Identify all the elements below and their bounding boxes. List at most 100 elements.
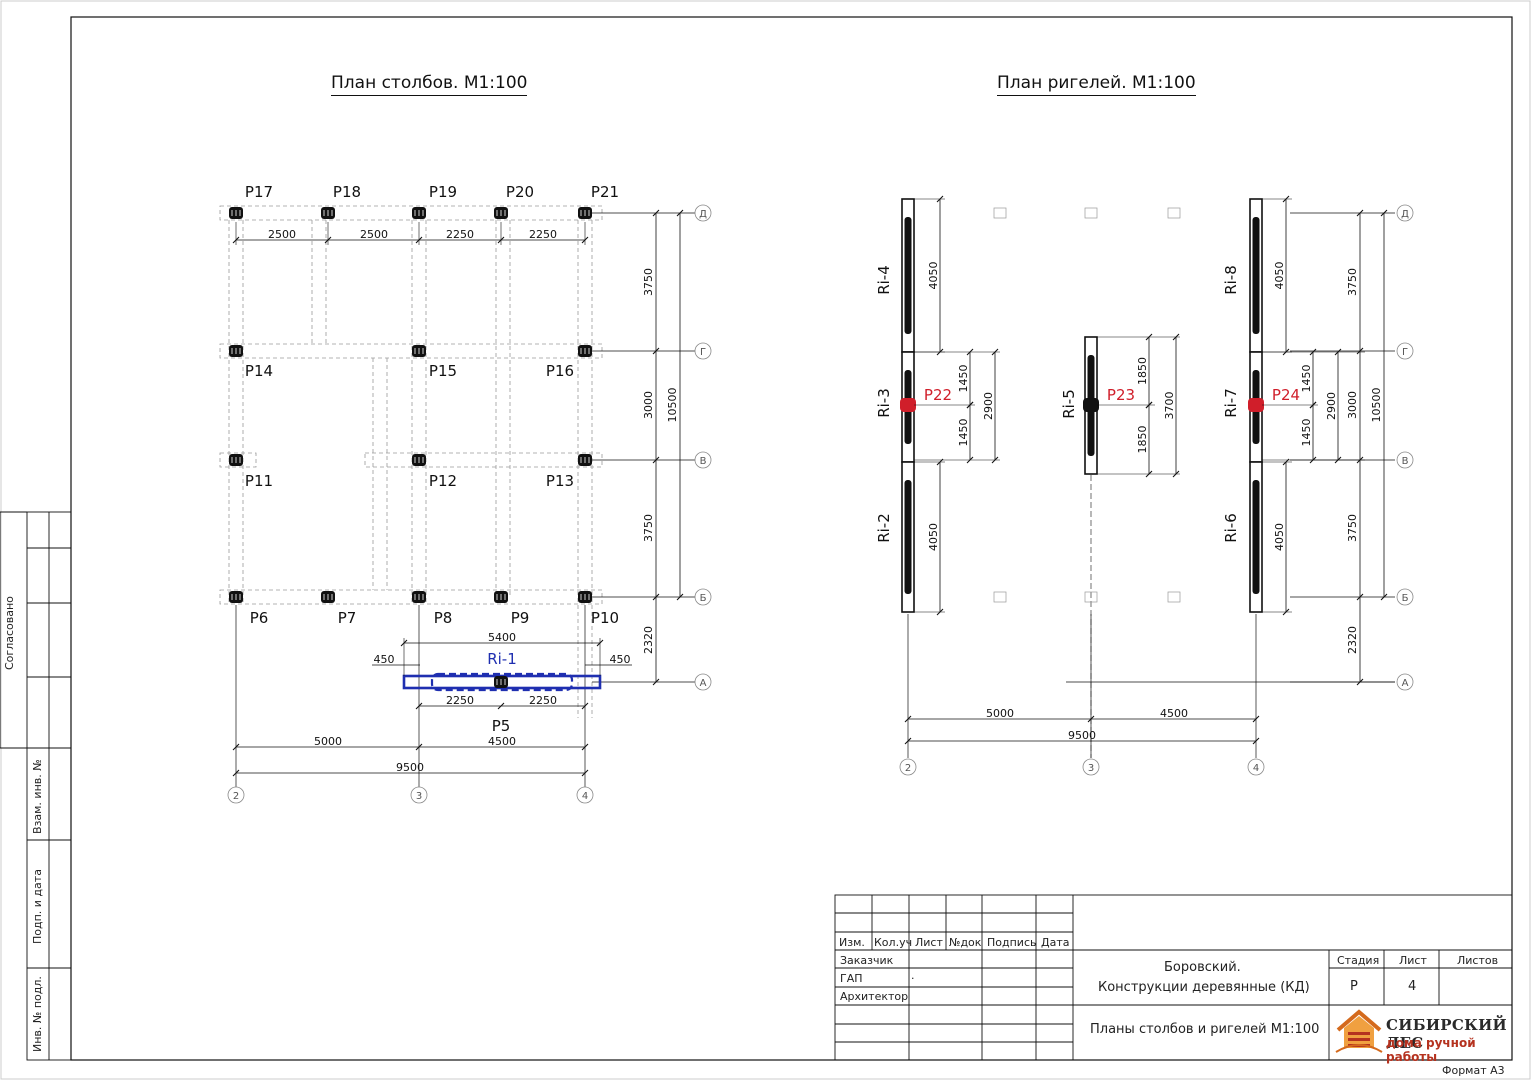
post-label-P18: P18: [333, 183, 361, 201]
dim-ri5-sum: 3700: [1163, 392, 1176, 420]
post-P23-section: [1083, 398, 1099, 412]
grid-col-bubble: [1082, 758, 1100, 776]
beam-outline: [364, 452, 603, 468]
grid-row-text: Г: [1402, 347, 1408, 358]
dim-tick: [324, 236, 332, 244]
dim-tick: [497, 236, 505, 244]
dim-ri1-left: 450: [374, 653, 395, 666]
dim-tick: [415, 743, 423, 751]
post-label-P22: P22: [924, 386, 952, 404]
dim-ri3-sum: 2900: [982, 392, 995, 420]
grid-row-bubble: [1396, 673, 1414, 691]
dim-tick: [581, 769, 589, 777]
dim-ri1-bottom-0: 2250: [446, 694, 474, 707]
grid-col-text: 2: [233, 791, 239, 802]
dim-ri3-1: 1450: [957, 419, 970, 447]
dim-tick: [652, 347, 660, 355]
dim-tick: [936, 458, 944, 466]
dim-tick: [497, 702, 505, 710]
dim-total: 9500: [1068, 729, 1096, 742]
dim-vert-1: 3000: [1346, 391, 1359, 419]
dim-tick: [1380, 593, 1388, 601]
grid-row-bubble: [694, 204, 712, 222]
side-stamp: [0, 511, 72, 1061]
grid-col-text: 3: [416, 791, 422, 802]
dim-tick: [1356, 593, 1364, 601]
dim-tick: [1252, 715, 1260, 723]
beams-plan-title: План ригелей. М1:100: [997, 73, 1196, 96]
grid-col-text: 3: [1088, 763, 1094, 774]
grid-col-text: 2: [905, 763, 911, 774]
post-label-P14: P14: [245, 362, 273, 380]
stamp-agreed: Согласовано: [3, 596, 16, 670]
dim-tick: [652, 456, 660, 464]
dim-ri6: 4050: [1273, 523, 1286, 551]
dim-tick: [966, 456, 974, 464]
grid-row-bubble: [694, 673, 712, 691]
tb-gap-mark: .: [911, 969, 915, 982]
post-label-P16: P16: [546, 362, 574, 380]
dim-ri2: 4050: [927, 523, 940, 551]
grid-row-text: Б: [700, 593, 707, 604]
tb-project-section: Конструкции деревянные (КД): [1098, 980, 1310, 995]
tb-col-date: Дата: [1041, 936, 1070, 949]
dim-bottom-0: 5000: [314, 735, 342, 748]
tb-col-izm: Изм.: [839, 936, 865, 949]
grid-row-bubble: [1396, 451, 1414, 469]
dim-vert-0: 3750: [1346, 268, 1359, 296]
dim-vert-0: 3750: [642, 268, 655, 296]
grid-row-bubble: [1396, 204, 1414, 222]
post-label-P9: P9: [511, 609, 530, 627]
tb-project-name: Боровский.: [1164, 960, 1241, 975]
dim-vert-2: 3750: [642, 514, 655, 542]
post-label-P12: P12: [429, 472, 457, 490]
dim-top-2: 2250: [446, 228, 474, 241]
post-label-P11: P11: [245, 472, 273, 490]
house-logo-icon: [1335, 1009, 1383, 1053]
post-marker: [1167, 207, 1181, 219]
post-marker: [993, 207, 1007, 219]
tb-col-kol: Кол.уч: [874, 936, 913, 949]
beam-label-Ri-7: Ri-7: [1222, 388, 1240, 418]
dim-ri8: 4050: [1273, 262, 1286, 290]
post-label-P20: P20: [506, 183, 534, 201]
beam-outline: [219, 589, 603, 605]
dim-top-1: 2500: [360, 228, 388, 241]
post-label-P19: P19: [429, 183, 457, 201]
beam-label-Ri-4: Ri-4: [875, 265, 893, 295]
dim-ri1-bottom-1: 2250: [529, 694, 557, 707]
dim-tick: [936, 608, 944, 616]
grid-col-bubble: [410, 786, 428, 804]
tb-col-doc: №док: [949, 936, 982, 949]
company-logo: СИБИРСКИЙ ЛЕС дома ручной работы: [1334, 1008, 1510, 1064]
dim-tick: [232, 743, 240, 751]
dim-ri1-top: 5400: [488, 631, 516, 644]
dim-tick: [904, 715, 912, 723]
tb-role-architect: Архитектор: [840, 990, 909, 1003]
grid-col-text: 4: [582, 791, 588, 802]
dim-tick: [1172, 470, 1180, 478]
post-label-P5: P5: [492, 717, 511, 735]
post-marker: [1084, 207, 1098, 219]
grid-col-text: 4: [1253, 763, 1259, 774]
grid-row-text: Г: [700, 347, 706, 358]
dim-tick: [676, 209, 684, 217]
grid-row-text: А: [700, 678, 707, 689]
tb-role-customer: Заказчик: [840, 954, 894, 967]
beam-ri4-core: [904, 217, 912, 334]
dim-tick: [1334, 456, 1342, 464]
dim-tick: [652, 209, 660, 217]
dim-tick: [581, 236, 589, 244]
post-label-P13: P13: [546, 472, 574, 490]
dim-ri4: 4050: [927, 262, 940, 290]
post-P24-section: [1248, 398, 1264, 412]
dim-tick: [676, 593, 684, 601]
beam-label-Ri-3: Ri-3: [875, 388, 893, 418]
beam-outline: [219, 452, 257, 468]
grid-row-text: А: [1402, 678, 1409, 689]
format-label: Формат А3: [1442, 1064, 1505, 1077]
dim-tick: [966, 401, 974, 409]
grid-row-bubble: [1396, 342, 1414, 360]
